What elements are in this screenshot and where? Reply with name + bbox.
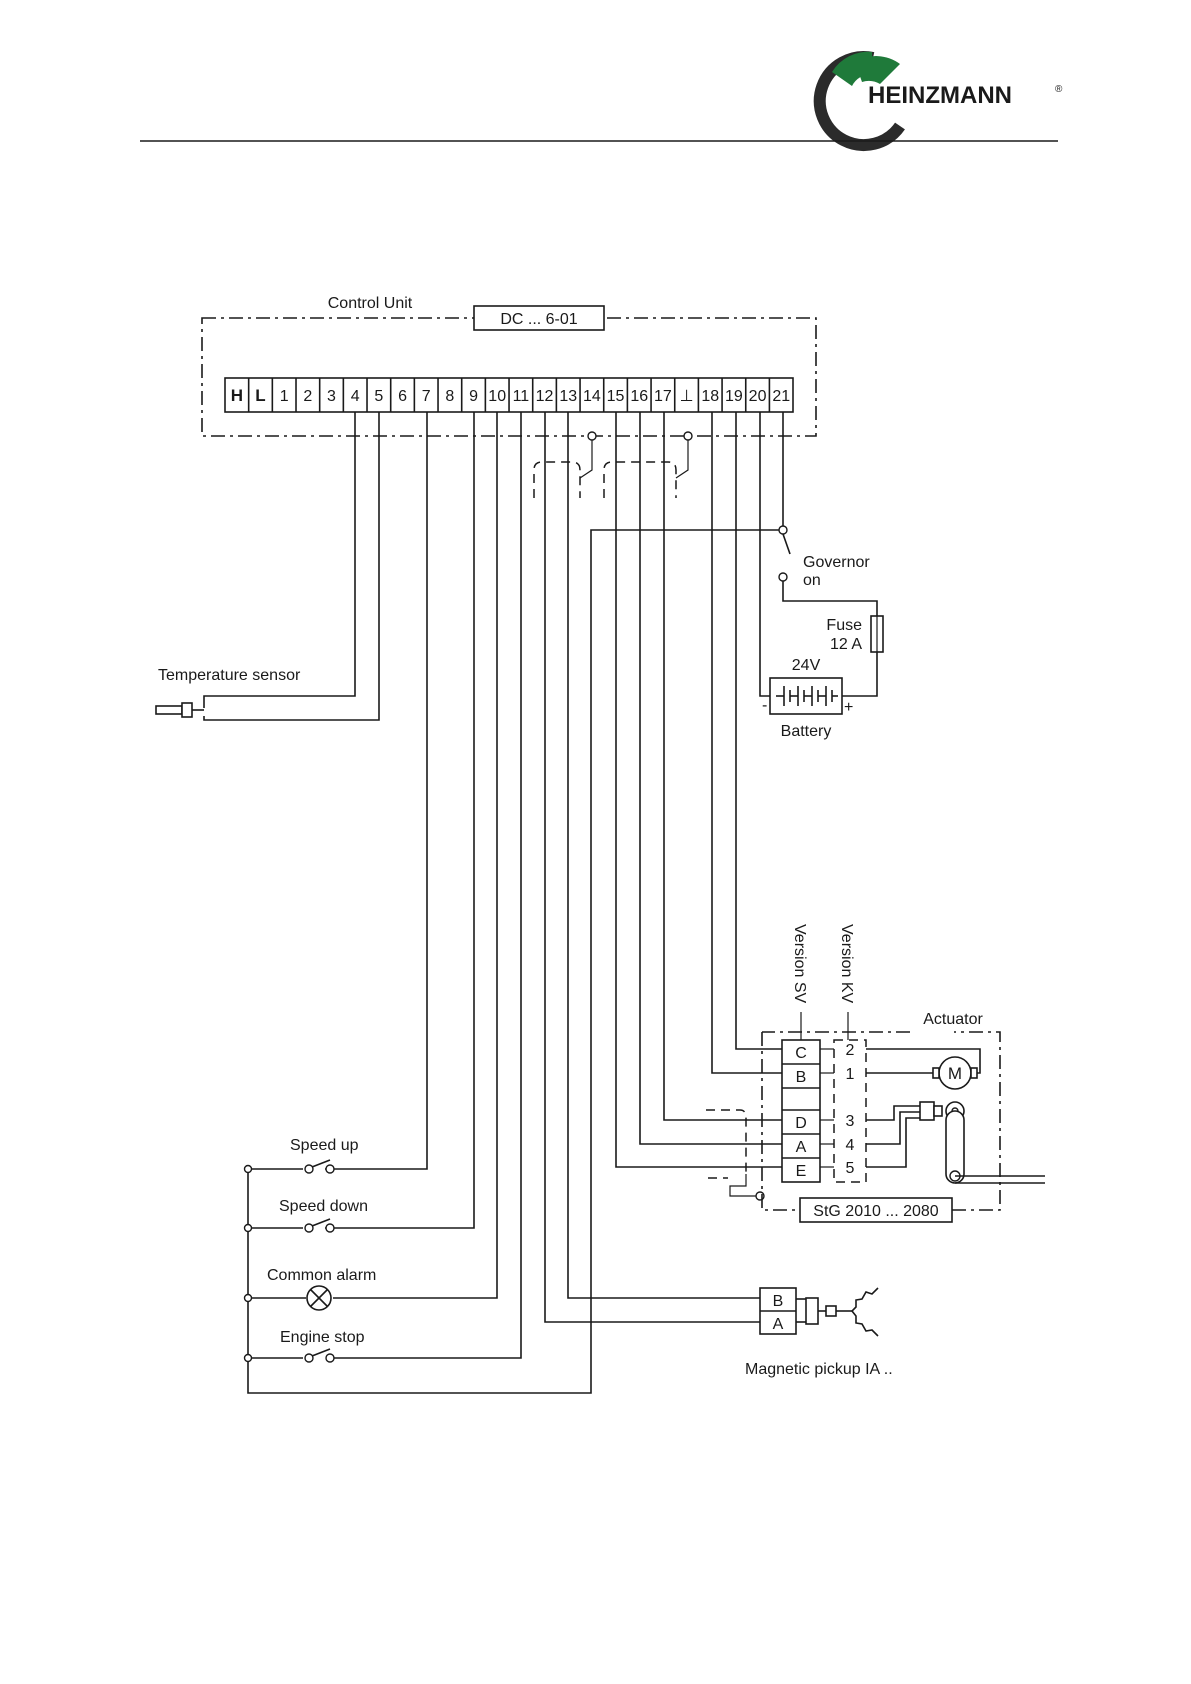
terminal-ground: ⊥	[680, 388, 694, 405]
common-alarm-lamp: Common alarm	[245, 1267, 377, 1310]
kv-pin: 3	[846, 1113, 855, 1130]
wire-common-return	[248, 530, 781, 1393]
wiring	[204, 412, 877, 1393]
kv-pin: 1	[846, 1066, 855, 1083]
control-unit-model: DC ... 6-01	[500, 311, 577, 328]
battery-plus: +	[844, 699, 853, 716]
temperature-sensor-label: Temperature sensor	[158, 667, 301, 684]
wire-terminal-7	[325, 412, 427, 1169]
governor-switch: Governor on	[779, 526, 870, 589]
heinzmann-logo: HEINZMANN ®	[820, 52, 1063, 145]
logo-text: HEINZMANN	[868, 82, 1012, 109]
sv-pin: E	[796, 1163, 807, 1180]
fuse-rating: 12 A	[830, 636, 862, 653]
kv-pin: 2	[846, 1042, 855, 1059]
terminal-14: 14	[583, 388, 601, 405]
terminal-H: H	[231, 386, 243, 405]
sv-pin: B	[796, 1069, 807, 1086]
terminal-19: 19	[725, 388, 743, 405]
common-alarm-label: Common alarm	[267, 1267, 376, 1284]
pickup-pin-a: A	[773, 1316, 784, 1333]
actuator: Actuator Version SV Version KV CB DAE 2 1 3…	[762, 924, 1045, 1222]
speed-up-switch: Speed up	[245, 1137, 359, 1173]
battery: 24V - + Battery	[762, 657, 853, 740]
terminal-7: 7	[422, 388, 431, 405]
wire-terminal-4	[204, 412, 355, 708]
terminal-3: 3	[327, 388, 336, 405]
battery-label: Battery	[781, 723, 832, 740]
wire-terminal-18	[712, 412, 782, 1073]
terminal-17: 17	[654, 388, 672, 405]
temperature-sensor: Temperature sensor	[156, 667, 301, 717]
terminal-6: 6	[398, 388, 407, 405]
magnetic-pickup: B A Magnetic pickup IA ..	[745, 1288, 893, 1378]
terminal-15: 15	[607, 388, 625, 405]
wire-terminal-9	[325, 412, 474, 1228]
terminal-13: 13	[559, 388, 577, 405]
terminal-1: 1	[280, 388, 289, 405]
terminal-18: 18	[701, 388, 719, 405]
speed-down-switch: Speed down	[245, 1198, 368, 1232]
wire-terminal-15	[616, 412, 782, 1167]
terminal-21: 21	[772, 388, 790, 405]
terminal-5: 5	[374, 388, 383, 405]
wire-terminal-10	[333, 412, 497, 1298]
terminal-8: 8	[445, 388, 454, 405]
kv-pin: 4	[846, 1137, 855, 1154]
actuator-label: Actuator	[923, 1011, 983, 1028]
pickup-pin-b: B	[773, 1293, 784, 1310]
sv-pin: A	[796, 1139, 807, 1156]
wire-terminal-20	[760, 412, 770, 696]
fuse: Fuse 12 A	[826, 616, 883, 653]
engine-stop-switch: Engine stop	[245, 1329, 365, 1362]
governor-label-2: on	[803, 572, 821, 589]
battery-minus: -	[762, 697, 767, 714]
control-unit-boundary	[202, 318, 816, 436]
speed-up-label: Speed up	[290, 1137, 359, 1154]
wire-terminal-17	[664, 412, 782, 1120]
engine-stop-label: Engine stop	[280, 1329, 365, 1346]
motor-label: M	[948, 1064, 962, 1083]
wire-terminal-19	[736, 412, 782, 1049]
control-unit-label: Control Unit	[328, 295, 413, 312]
terminal-16: 16	[630, 388, 648, 405]
terminal-12: 12	[536, 388, 554, 405]
actuator-model: StG 2010 ... 2080	[813, 1203, 939, 1220]
terminal-L: L	[255, 386, 265, 405]
governor-label-1: Governor	[803, 554, 870, 571]
version-sv-label: Version SV	[791, 924, 808, 1003]
pickup-cable-shield	[534, 462, 580, 498]
kv-pin: 5	[846, 1160, 855, 1177]
terminal-20: 20	[749, 388, 767, 405]
logo-registered-mark: ®	[1055, 84, 1063, 95]
speed-down-label: Speed down	[279, 1198, 368, 1215]
terminal-2: 2	[303, 388, 312, 405]
sv-pin: D	[795, 1115, 807, 1132]
sv-pin: C	[795, 1045, 807, 1062]
version-kv-label: Version KV	[838, 924, 855, 1003]
terminal-11: 11	[513, 388, 530, 405]
battery-voltage: 24V	[792, 657, 821, 674]
terminal-4: 4	[351, 388, 360, 405]
pickup-label: Magnetic pickup IA ..	[745, 1361, 893, 1378]
terminal-9: 9	[469, 388, 478, 405]
fuse-label-1: Fuse	[826, 617, 862, 634]
wire-terminal-12	[545, 412, 760, 1322]
terminal-10: 10	[488, 388, 506, 405]
